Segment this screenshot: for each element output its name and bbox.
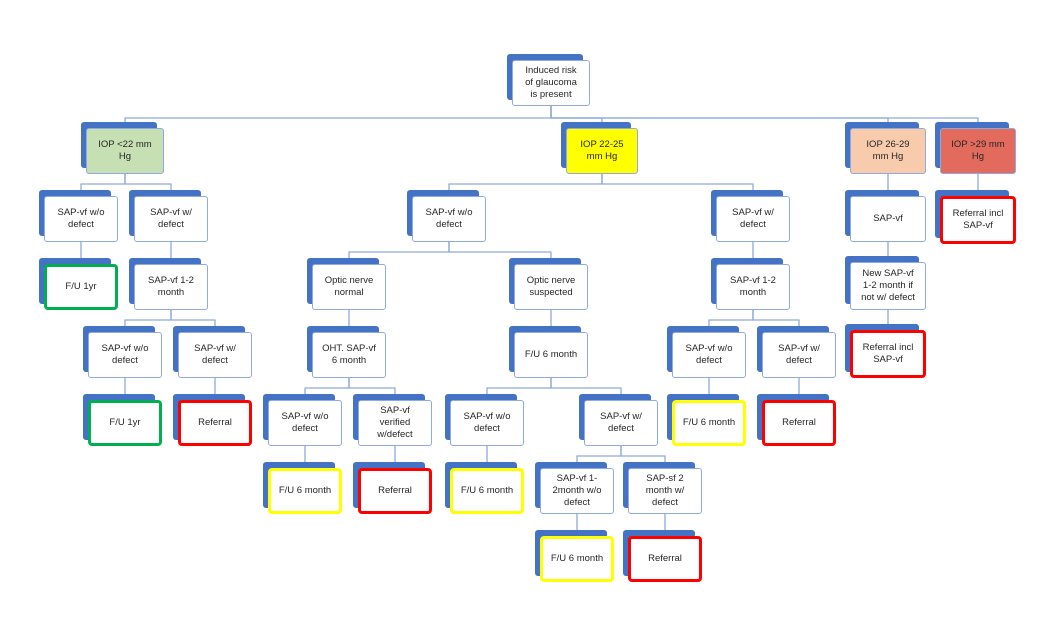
node-b-referral-1: Referral [353, 462, 432, 514]
node-b-on-susp: Optic nerve suspected [509, 258, 588, 310]
node-e-referral-label: Referral incl SAP-vf [940, 196, 1016, 244]
connector-c-sap12-w [752, 310, 800, 326]
node-a-sap-w: SAP-vf w/ defect [129, 190, 208, 242]
node-a-sap12-w-label: SAP-vf w/ defect [178, 332, 252, 378]
node-c-fu6m-label: F/U 6 month [672, 400, 746, 446]
node-b-fu6m-susp-label: F/U 6 month [514, 332, 588, 378]
node-b-on-normal-label: Optic nerve normal [312, 264, 386, 310]
connector-b-sap-wo [448, 174, 603, 190]
node-b-sap-wo: SAP-vf w/o defect [407, 190, 486, 242]
node-b-referral-2-label: Referral [628, 536, 702, 582]
node-b-fu6m-2: F/U 6 month [445, 462, 524, 514]
node-d-newsap: New SAP-vf 1-2 month if not w/ defect [845, 256, 926, 310]
node-b-susp-w: SAP-vf w/ defect [579, 394, 658, 446]
node-c-sap12-w: SAP-vf w/ defect [757, 326, 836, 378]
node-c-referral: Referral [757, 394, 836, 446]
node-c-sap-w-label: SAP-vf w/ defect [716, 196, 790, 242]
node-b-sap12-wo-label: SAP-vf 1- 2month w/o defect [540, 468, 614, 514]
node-iop-22-25: IOP 22-25 mm Hg [561, 122, 638, 174]
connector-b-on-susp [448, 242, 552, 258]
node-d-sapvf-label: SAP-vf [850, 196, 926, 242]
node-iop-gt29: IOP >29 mm Hg [935, 122, 1016, 174]
node-a-fu1yr-label: F/U 1yr [44, 264, 118, 310]
node-b-susp-w-label: SAP-vf w/ defect [584, 400, 658, 446]
node-b-fu6m-1-label: F/U 6 month [268, 468, 342, 514]
node-a-sap12-w: SAP-vf w/ defect [173, 326, 252, 378]
node-iop-26-29-label: IOP 26-29 mm Hg [850, 128, 926, 174]
connector-iop-gt29 [550, 106, 979, 122]
node-a-sap12-wo-label: SAP-vf w/o defect [88, 332, 162, 378]
node-b-ohtsap-verified: SAP-vf verified w/defect [353, 394, 432, 446]
node-b-fu6m-1: F/U 6 month [263, 462, 342, 514]
node-a-referral: Referral [173, 394, 252, 446]
connector-b-susp-wo [486, 378, 552, 394]
node-d-sapvf: SAP-vf [845, 190, 926, 242]
connector-a-sap-w [124, 174, 172, 190]
node-b-ohtsap-label: OHT. SAP-vf 6 month [312, 332, 386, 378]
node-b-ohtsap-verified-label: SAP-vf verified w/defect [358, 400, 432, 446]
node-iop-gt29-label: IOP >29 mm Hg [940, 128, 1016, 174]
node-b-fu6m-susp: F/U 6 month [509, 326, 588, 378]
node-b-fu6m-3: F/U 6 month [535, 530, 614, 582]
connector-c-sap-w [601, 174, 754, 190]
node-c-sap-w: SAP-vf w/ defect [711, 190, 790, 242]
node-iop-lt22-label: IOP <22 mm Hg [86, 128, 164, 174]
node-b-sap-wo-label: SAP-vf w/o defect [412, 196, 486, 242]
node-b-fu6m-3-label: F/U 6 month [540, 536, 614, 582]
node-c-sap12: SAP-vf 1-2 month [711, 258, 790, 310]
connector-b-on-normal [348, 242, 450, 258]
connector-b-susp-w [550, 378, 622, 394]
node-b-susp-wo-label: SAP-vf w/o defect [450, 400, 524, 446]
connector-c-sap12-wo [708, 310, 754, 326]
node-b-on-normal: Optic nerve normal [307, 258, 386, 310]
node-b-ohtsap-wo: SAP-vf w/o defect [263, 394, 342, 446]
node-c-sap12-wo-label: SAP-vf w/o defect [672, 332, 746, 378]
connector-b-sap12-wo [576, 446, 622, 462]
connector-a-sap12-wo [124, 310, 172, 326]
node-a-fu1yr: F/U 1yr [39, 258, 118, 310]
node-a-fu1yr-2-label: F/U 1yr [88, 400, 162, 446]
node-a-sap-w-label: SAP-vf w/ defect [134, 196, 208, 242]
node-e-referral: Referral incl SAP-vf [935, 190, 1016, 244]
node-b-ohtsap-wo-label: SAP-vf w/o defect [268, 400, 342, 446]
node-b-on-susp-label: Optic nerve suspected [514, 264, 588, 310]
connector-b-sapsf2 [620, 446, 666, 462]
node-c-referral-label: Referral [762, 400, 836, 446]
node-c-fu6m: F/U 6 month [667, 394, 746, 446]
connector-iop-22-25 [550, 106, 603, 122]
node-d-referral: Referral incl SAP-vf [845, 324, 926, 378]
connector-b-ohtsap-verified [348, 378, 396, 394]
connector-a-sap-wo [80, 174, 126, 190]
node-b-susp-wo: SAP-vf w/o defect [445, 394, 524, 446]
connector-iop-lt22 [124, 106, 552, 122]
connector-a-sap12-w [170, 310, 216, 326]
connector-b-ohtsap-wo [304, 378, 350, 394]
node-b-sap12-wo: SAP-vf 1- 2month w/o defect [535, 462, 614, 514]
node-a-sap12-wo: SAP-vf w/o defect [83, 326, 162, 378]
node-a-fu1yr-2: F/U 1yr [83, 394, 162, 446]
node-d-newsap-label: New SAP-vf 1-2 month if not w/ defect [850, 262, 926, 310]
node-iop-22-25-label: IOP 22-25 mm Hg [566, 128, 638, 174]
node-a-sap-wo-label: SAP-vf w/o defect [44, 196, 118, 242]
node-b-fu6m-2-label: F/U 6 month [450, 468, 524, 514]
node-a-sap12: SAP-vf 1-2 month [129, 258, 208, 310]
node-a-referral-label: Referral [178, 400, 252, 446]
node-b-referral-1-label: Referral [358, 468, 432, 514]
node-b-sapsf2-label: SAP-sf 2 month w/ defect [628, 468, 702, 514]
node-d-referral-label: Referral incl SAP-vf [850, 330, 926, 378]
node-b-sapsf2: SAP-sf 2 month w/ defect [623, 462, 702, 514]
node-c-sap12-wo: SAP-vf w/o defect [667, 326, 746, 378]
node-c-sap12-label: SAP-vf 1-2 month [716, 264, 790, 310]
node-b-ohtsap: OHT. SAP-vf 6 month [307, 326, 386, 378]
node-root: Induced risk of glaucoma is present [507, 54, 590, 106]
node-root-label: Induced risk of glaucoma is present [512, 60, 590, 106]
node-iop-lt22: IOP <22 mm Hg [81, 122, 164, 174]
node-a-sap12-label: SAP-vf 1-2 month [134, 264, 208, 310]
node-b-referral-2: Referral [623, 530, 702, 582]
node-iop-26-29: IOP 26-29 mm Hg [845, 122, 926, 174]
node-c-sap12-w-label: SAP-vf w/ defect [762, 332, 836, 378]
node-a-sap-wo: SAP-vf w/o defect [39, 190, 118, 242]
